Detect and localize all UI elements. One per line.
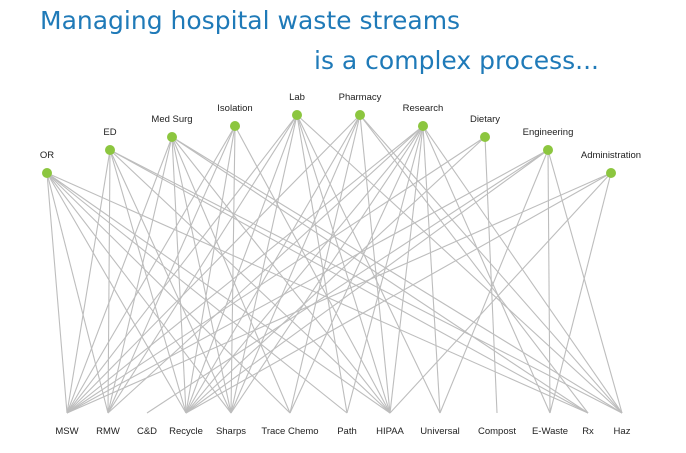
connection-ed-to-recycle [109, 149, 187, 414]
connection-lab-to-sharps [230, 114, 298, 414]
node-ed [105, 145, 115, 155]
department-label-engineering: Engineering [523, 127, 574, 138]
connection-lab-to-universal [296, 114, 441, 414]
department-label-pharmacy: Pharmacy [339, 92, 382, 103]
node-isolation [230, 121, 240, 131]
waste-label-candd: C&D [137, 426, 157, 437]
connection-research-to-hipaa [389, 125, 424, 414]
connection-administration-to-recycle [185, 172, 612, 414]
node-engineering [543, 145, 553, 155]
connection-ed-to-msw [66, 149, 111, 414]
connection-engineering-to-e-waste [547, 149, 551, 414]
connection-engineering-to-candd [146, 149, 549, 414]
connection-ed-to-rmw [107, 149, 111, 414]
waste-label-universal: Universal [420, 426, 460, 437]
connection-engineering-to-recycle [185, 149, 549, 414]
connection-isolation-to-msw [66, 125, 236, 414]
department-label-or: OR [40, 150, 54, 161]
connection-isolation-to-hipaa [234, 125, 391, 414]
department-label-research: Research [403, 103, 444, 114]
waste-label-rx: Rx [582, 426, 594, 437]
node-or [42, 168, 52, 178]
connection-pharmacy-to-msw [66, 114, 361, 414]
connection-med-surg-to-recycle [171, 136, 187, 414]
connection-lab-to-rmw [107, 114, 298, 414]
connection-research-to-msw [66, 125, 424, 414]
department-label-dietary: Dietary [470, 114, 500, 125]
title-line-2: is a complex process... [314, 46, 599, 75]
connection-lines [46, 114, 623, 414]
waste-stream-labels: MSW RMW C&D Recycle Sharps Trace Chemo Path HIP… [55, 426, 630, 437]
connection-administration-to-hipaa [389, 172, 612, 414]
connection-research-to-rmw [107, 125, 424, 414]
node-dietary [480, 132, 490, 142]
connection-administration-to-e-waste [549, 172, 612, 414]
connection-research-to-sharps [230, 125, 424, 414]
node-administration [606, 168, 616, 178]
department-nodes [42, 110, 616, 178]
waste-label-path: Path [337, 426, 357, 437]
connection-dietary-to-recycle [185, 136, 486, 414]
connection-or-to-msw [46, 172, 68, 414]
department-label-isolation: Isolation [217, 103, 252, 114]
connection-or-to-sharps [46, 172, 232, 414]
title-line-1: Managing hospital waste streams [40, 6, 461, 35]
waste-label-recycle: Recycle [169, 426, 203, 437]
department-label-lab: Lab [289, 92, 305, 103]
connection-lab-to-path [296, 114, 348, 414]
waste-label-trace-chemo: Trace Chemo [261, 426, 318, 437]
node-research [418, 121, 428, 131]
node-lab [292, 110, 302, 120]
connection-engineering-to-haz [547, 149, 623, 414]
connection-research-to-path [346, 125, 424, 414]
connection-med-surg-to-msw [66, 136, 173, 414]
connection-pharmacy-to-trace-chemo [289, 114, 361, 414]
connection-med-surg-to-haz [171, 136, 623, 414]
waste-label-msw: MSW [55, 426, 78, 437]
connection-lab-to-haz [296, 114, 623, 414]
connection-research-to-trace-chemo [289, 125, 424, 414]
node-med-surg [167, 132, 177, 142]
waste-label-sharps: Sharps [216, 426, 246, 437]
connection-or-to-trace-chemo [46, 172, 291, 414]
connection-ed-to-hipaa [109, 149, 391, 414]
waste-label-haz: Haz [614, 426, 631, 437]
connection-isolation-to-rmw [107, 125, 236, 414]
connection-isolation-to-sharps [230, 125, 236, 414]
connection-lab-to-msw [66, 114, 298, 414]
waste-label-compost: Compost [478, 426, 516, 437]
connection-or-to-path [46, 172, 348, 414]
connection-or-to-hipaa [46, 172, 391, 414]
department-labels: OR ED Med Surg Isolation Lab PharmacyResearch… [40, 92, 641, 161]
connection-med-surg-to-sharps [171, 136, 232, 414]
connection-med-surg-to-rmw [107, 136, 173, 414]
connection-pharmacy-to-sharps [230, 114, 361, 414]
connection-research-to-universal [422, 125, 441, 414]
connection-engineering-to-universal [439, 149, 549, 414]
connection-med-surg-to-trace-chemo [171, 136, 291, 414]
connection-engineering-to-msw [66, 149, 549, 414]
connection-pharmacy-to-recycle [185, 114, 361, 414]
node-pharmacy [355, 110, 365, 120]
connection-lab-to-recycle [185, 114, 298, 414]
connection-research-to-recycle [185, 125, 424, 414]
connection-med-surg-to-hipaa [171, 136, 391, 414]
connection-isolation-to-recycle [185, 125, 236, 414]
connection-pharmacy-to-rx [359, 114, 589, 414]
waste-label-e-waste: E-Waste [532, 426, 568, 437]
waste-label-hipaa: HIPAA [376, 426, 404, 437]
department-label-ed: ED [103, 127, 116, 138]
connection-lab-to-hipaa [296, 114, 391, 414]
connection-or-to-recycle [46, 172, 187, 414]
waste-label-rmw: RMW [96, 426, 120, 437]
connection-administration-to-msw [66, 172, 612, 414]
department-label-med-surg: Med Surg [151, 114, 192, 125]
connection-dietary-to-msw [66, 136, 486, 414]
department-label-administration: Administration [581, 150, 641, 161]
connection-ed-to-sharps [109, 149, 232, 414]
connection-research-to-e-waste [422, 125, 551, 414]
connection-or-to-rx [46, 172, 589, 414]
